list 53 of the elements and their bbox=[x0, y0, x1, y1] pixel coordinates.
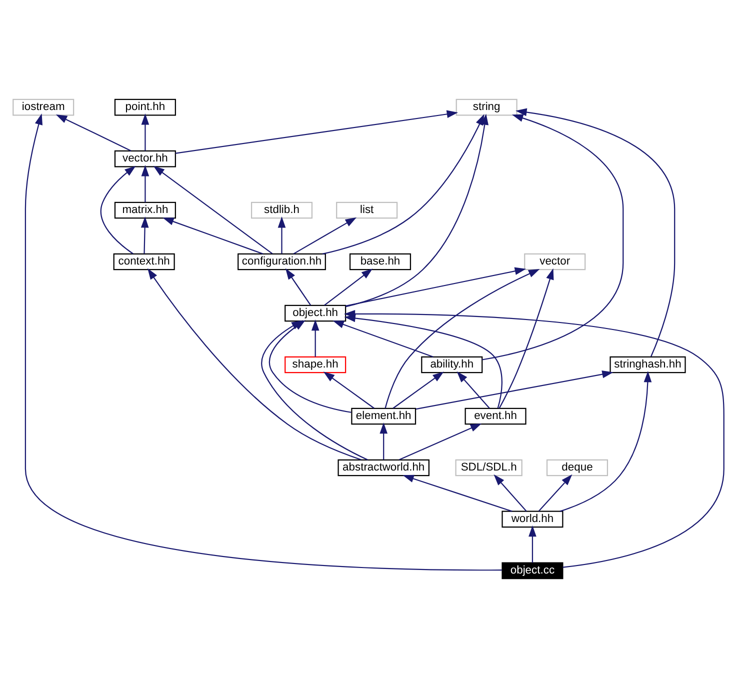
arrow bbox=[528, 525, 536, 563]
node-box: configuration.hh bbox=[238, 253, 326, 270]
node-box: context.hh bbox=[113, 253, 175, 270]
arrow bbox=[175, 110, 458, 154]
arrow bbox=[494, 474, 527, 512]
arrow bbox=[346, 267, 526, 306]
arrow bbox=[323, 372, 374, 409]
node-box: point.hh bbox=[114, 98, 176, 116]
arrow bbox=[482, 114, 624, 360]
arrow bbox=[141, 165, 150, 202]
node-box: vector bbox=[524, 253, 586, 270]
arrow bbox=[456, 371, 490, 409]
node-box: world.hh bbox=[502, 510, 564, 528]
arrow bbox=[278, 216, 286, 254]
node-box: SDL/SDL.h bbox=[455, 459, 522, 476]
arrow bbox=[56, 114, 132, 152]
node-box: shape.hh bbox=[284, 356, 346, 374]
arrow bbox=[380, 422, 388, 460]
node-box: vector.hh bbox=[114, 150, 176, 168]
arrow bbox=[100, 166, 136, 254]
node-box: iostream bbox=[12, 98, 74, 116]
arrow bbox=[148, 268, 362, 460]
arrow bbox=[311, 319, 320, 357]
arrow bbox=[141, 114, 150, 151]
arrow bbox=[392, 372, 444, 409]
node-box: stringhash.hh bbox=[610, 356, 686, 374]
arrow bbox=[402, 474, 512, 512]
node-box: ability.hh bbox=[421, 356, 483, 374]
node-box: list bbox=[336, 202, 398, 219]
node-box: element.hh bbox=[351, 408, 416, 425]
arrow bbox=[416, 370, 614, 410]
arrow bbox=[285, 268, 312, 306]
node-box: event.hh bbox=[464, 408, 526, 425]
arrow bbox=[324, 268, 373, 306]
node-box: matrix.hh bbox=[114, 202, 176, 219]
arrow bbox=[538, 474, 572, 512]
arrow bbox=[398, 423, 482, 460]
arrow bbox=[384, 269, 540, 408]
node-box: deque bbox=[546, 459, 608, 476]
node-box: object.cc bbox=[502, 562, 564, 580]
node-box: abstractworld.hh bbox=[338, 459, 430, 476]
node-box: object.hh bbox=[284, 304, 346, 322]
arrow bbox=[153, 166, 273, 254]
arrow bbox=[498, 268, 554, 409]
arrow bbox=[516, 108, 676, 357]
node-box: stdlib.h bbox=[250, 202, 313, 219]
node-box: base.hh bbox=[349, 253, 412, 270]
arrow bbox=[293, 217, 357, 254]
node-box: string bbox=[456, 98, 518, 116]
arrow bbox=[332, 320, 434, 358]
arrow bbox=[162, 218, 264, 254]
arrow bbox=[140, 216, 149, 254]
arrow bbox=[560, 370, 652, 512]
